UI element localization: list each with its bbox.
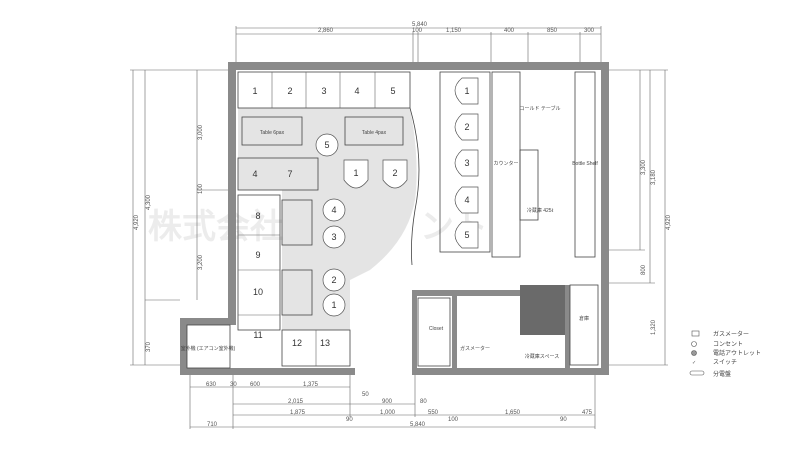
gas-meter-icon xyxy=(691,330,700,337)
dim-left: 100 xyxy=(198,183,204,194)
dim-bottom: 5,840 xyxy=(410,422,426,428)
counter-seat-number: 5 xyxy=(464,230,469,240)
walls xyxy=(180,62,609,375)
bottle-shelf-label: Bottle Shelf xyxy=(572,161,598,167)
phone-outlet-icon xyxy=(691,350,697,356)
right-dimensions: 3,300 800 1,320 3,180 4,920 xyxy=(608,69,672,366)
dim-top: 1,150 xyxy=(446,28,462,34)
legend-label: スイッチ xyxy=(713,359,737,366)
dim-bottom: 475 xyxy=(582,410,593,416)
dim-bottom: 90 xyxy=(346,417,353,423)
space-label: 冷蔵庫スペース xyxy=(525,353,559,360)
switch-icon: ✓ xyxy=(692,360,696,366)
counter-seat-number: 2 xyxy=(464,122,469,132)
seat-number: 5 xyxy=(390,86,395,96)
interior-lines xyxy=(186,71,599,369)
dim-top: 300 xyxy=(584,28,595,34)
kitchen-floor xyxy=(520,285,570,335)
dim-left: 3,200 xyxy=(198,254,204,270)
seat-number: 13 xyxy=(320,338,330,348)
legend-label: コンセント xyxy=(713,341,743,348)
counter-seat-number: 4 xyxy=(464,195,469,205)
dim-bottom: 550 xyxy=(428,410,439,416)
dim-bottom: 710 xyxy=(207,422,218,428)
stool-number: 2 xyxy=(331,275,336,285)
legend-label: 分電盤 xyxy=(713,370,731,378)
dim-top-total: 5,840 xyxy=(412,22,428,28)
gas-label: ガスメーター xyxy=(460,345,490,352)
left-dimensions: 4,920 4,300 3,000 100 3,200 370 xyxy=(130,69,230,366)
table-label: Table 6pax xyxy=(260,130,285,136)
counter-seats xyxy=(454,77,479,249)
storage-label: 倉庫 xyxy=(579,315,589,322)
dim-right: 4,920 xyxy=(666,214,672,230)
seat-number: 11 xyxy=(253,330,262,340)
center-booth xyxy=(343,159,408,189)
distribution-board-icon xyxy=(689,370,705,376)
cooler-table-label: コールド テーブル xyxy=(519,105,560,112)
dim-bottom: 100 xyxy=(448,417,459,423)
dim-right: 3,180 xyxy=(651,169,657,185)
bottom-dimensions: 630 30 600 1,375 2,015 50 900 80 1,875 9… xyxy=(189,375,596,429)
dim-bottom: 2,015 xyxy=(288,399,304,405)
outlet-icon xyxy=(691,341,697,347)
stool-number: 5 xyxy=(324,140,329,150)
dim-bottom: 630 xyxy=(206,382,217,388)
counter-seat-number: 3 xyxy=(464,158,469,168)
dim-left: 4,300 xyxy=(146,194,152,210)
dim-right: 800 xyxy=(641,264,647,275)
stools xyxy=(315,133,346,317)
dim-top: 400 xyxy=(504,28,515,34)
dim-bottom: 1,650 xyxy=(505,410,521,416)
seat-number: 12 xyxy=(292,338,302,348)
seat-number: 7 xyxy=(287,169,292,179)
closet-label: Closet xyxy=(429,326,444,332)
dim-left: 370 xyxy=(146,341,152,352)
dim-top: 850 xyxy=(547,28,558,34)
dim-top: 100 xyxy=(412,28,423,34)
seat-number: 1 xyxy=(252,86,257,96)
seat-number: 9 xyxy=(255,250,260,260)
legend: ガスメーター コンセント 電話アウトレット ✓ スイッチ 分電盤 xyxy=(689,330,761,378)
legend-label: ガスメーター xyxy=(713,330,749,338)
dim-right: 1,320 xyxy=(651,319,657,335)
fridge-label: 冷蔵庫 425ℓ xyxy=(527,207,554,214)
seat-number: 2 xyxy=(287,86,292,96)
legend-label: 電話アウトレット xyxy=(713,349,761,357)
table-label: Table 4pax xyxy=(362,130,387,136)
dim-bottom: 50 xyxy=(362,392,369,398)
seat-number: 4 xyxy=(354,86,359,96)
dim-bottom: 30 xyxy=(230,382,237,388)
dim-left: 3,000 xyxy=(198,124,204,140)
dim-left: 4,920 xyxy=(134,214,140,230)
dim-bottom: 1,875 xyxy=(290,410,306,416)
stool-number: 3 xyxy=(331,232,336,242)
stool-number: 4 xyxy=(331,205,336,215)
booth-number: 1 xyxy=(353,168,358,178)
dim-bottom: 600 xyxy=(250,382,261,388)
top-dimensions: 5,840 2,860 100 1,150 400 850 300 xyxy=(235,22,602,62)
top-row-seats: 1 2 3 4 5 xyxy=(252,86,395,96)
stool-number: 1 xyxy=(331,300,336,310)
seat-number: 3 xyxy=(321,86,326,96)
dim-right: 3,300 xyxy=(641,159,647,175)
dim-top: 2,860 xyxy=(318,28,334,34)
seat-number: 8 xyxy=(255,211,260,221)
left-column-seats: 4 7 8 9 10 11 12 13 xyxy=(252,169,330,348)
outdoor-unit-label: 室外機 (エアコン室外機) xyxy=(181,345,236,352)
dim-bottom: 900 xyxy=(382,399,393,405)
seat-number: 4 xyxy=(252,169,257,179)
dim-bottom: 1,375 xyxy=(303,382,319,388)
booth-number: 2 xyxy=(392,168,397,178)
dim-bottom: 90 xyxy=(560,417,567,423)
dim-bottom: 1,000 xyxy=(380,410,396,416)
counter-seat-number: 1 xyxy=(464,86,469,96)
counter-label: カウンター xyxy=(493,160,518,167)
seat-number: 10 xyxy=(253,287,263,297)
dim-bottom: 80 xyxy=(420,399,427,405)
